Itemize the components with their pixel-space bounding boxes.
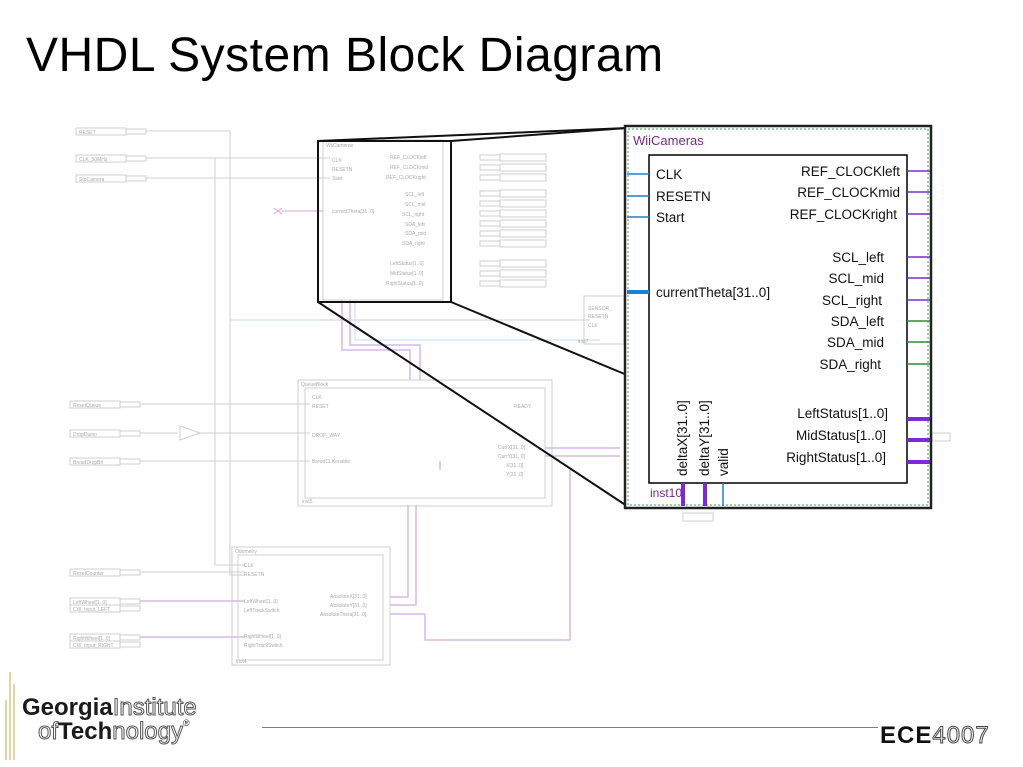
port-ref-clock-right: REF_CLOCKright bbox=[790, 207, 898, 222]
mini-wii-out: SCL_right bbox=[402, 212, 425, 218]
mini-wii-out: SDA_left bbox=[405, 222, 425, 228]
port-sda-right: SDA_right bbox=[819, 357, 881, 372]
mini-wii-in: currentTheta[31..0] bbox=[332, 209, 375, 215]
queue-in: RESET bbox=[312, 404, 329, 410]
port-mid-status: MidStatus[1..0] bbox=[796, 428, 886, 443]
sda-wires bbox=[907, 320, 930, 365]
port-currenttheta: currentTheta[31..0] bbox=[656, 285, 770, 300]
zoom-panel bbox=[623, 124, 933, 510]
mini-wii-out: SCL_mid bbox=[405, 202, 426, 208]
mini-wii-out: REF_CLOCKmid bbox=[390, 165, 428, 171]
gt-logo-line2: ofTechnology® bbox=[37, 718, 190, 746]
port-resetn: RESETN bbox=[656, 189, 711, 204]
mini-wii-out: RightStatus[1..0] bbox=[386, 281, 424, 287]
zoom-instance-label: inst10 bbox=[650, 486, 682, 500]
pin-cw-right: CW_Input_RIGHT bbox=[73, 643, 114, 649]
queue-title: QueueBlock bbox=[301, 382, 329, 388]
gt-seal-mark bbox=[5, 672, 15, 760]
gt-logo-tech: Tech bbox=[58, 718, 113, 745]
mini-wii-out: LeftStatus[1..0] bbox=[390, 261, 424, 267]
mini-wii-in: RESETN bbox=[332, 167, 353, 173]
mini-wii-out: MidStatus[1..0] bbox=[390, 271, 424, 277]
pin-dropduino: DropDuino bbox=[73, 432, 97, 438]
pin-reset: RESET bbox=[79, 130, 96, 136]
port-right-status: RightStatus[1..0] bbox=[786, 450, 886, 465]
queue-out: Y[31..0] bbox=[506, 472, 524, 478]
refclock-wires bbox=[907, 170, 930, 301]
input-wires bbox=[627, 173, 649, 218]
sensor-port: CLK bbox=[588, 323, 598, 329]
queue-out: CurrX[31..0] bbox=[498, 445, 526, 451]
gt-logo-of: of bbox=[37, 718, 59, 746]
background-schematic bbox=[69, 127, 951, 666]
odometry-out: AbsoluteTheta[31..0] bbox=[320, 612, 367, 618]
pin-cw-left: CW_Input_LEFT bbox=[73, 607, 110, 613]
port-valid: valid bbox=[716, 448, 731, 476]
gt-logo-georgia: Georgia bbox=[22, 694, 113, 721]
gt-logo-institute: Institute bbox=[112, 694, 197, 722]
course-ece: ECE bbox=[880, 722, 933, 749]
odometry-in: RightWheel[1..0] bbox=[244, 634, 282, 640]
mini-wii-out: REF_CLOCKright bbox=[386, 175, 426, 181]
pin-resetcounter: ResetCounter bbox=[73, 571, 104, 577]
pin-clk50: CLK_50MHz bbox=[79, 157, 108, 163]
queue-in: CLK bbox=[312, 395, 322, 401]
odometry-title: Odometry bbox=[235, 549, 257, 555]
mini-wii-out: REF_CLOCKleft bbox=[390, 155, 427, 161]
gt-logo-line1: GeorgiaInstitute bbox=[22, 694, 197, 722]
sensor-port: SENSOR_ bbox=[588, 306, 612, 312]
slide-title: VHDL System Block Diagram bbox=[26, 29, 664, 82]
pin-rightwheel: RightWheel[1..0] bbox=[73, 636, 111, 642]
odometry-out: AbsoluteY[31..0] bbox=[330, 603, 367, 609]
port-sda-mid: SDA_mid bbox=[827, 335, 884, 350]
port-scl-left: SCL_left bbox=[832, 250, 884, 265]
mini-wii-in: CLK bbox=[332, 158, 342, 164]
port-left-status: LeftStatus[1..0] bbox=[797, 406, 888, 421]
sensor-instance: inst7 bbox=[578, 339, 589, 345]
odometry-in: LeftTrackSwitch bbox=[244, 608, 280, 614]
zoom-connectors bbox=[317, 127, 628, 507]
port-deltay: deltaY[31..0] bbox=[697, 400, 712, 476]
sensor-port: RESETN bbox=[588, 314, 609, 320]
bottom-port-wires bbox=[681, 483, 724, 506]
pin-stocamera: StoCamera bbox=[79, 177, 105, 183]
port-scl-mid: SCL_mid bbox=[828, 271, 884, 286]
queue-in: DROP_WAY bbox=[312, 433, 341, 439]
port-deltax: deltaX[31..0] bbox=[675, 400, 690, 476]
queue-in: BreadCLKenable bbox=[312, 459, 350, 465]
zoom-source-box bbox=[317, 140, 452, 303]
course-number: 4007 bbox=[932, 722, 990, 750]
odometry-in: RESETN bbox=[244, 572, 265, 578]
mini-wii-title: WiiCameras bbox=[326, 143, 354, 149]
mini-wii-in: Start bbox=[332, 176, 343, 182]
pin-breaddropbit: BreadDropBit bbox=[73, 460, 104, 466]
odometry-in: CLK bbox=[244, 563, 254, 569]
pin-leftwheel: LeftWheel[1..0] bbox=[73, 600, 107, 606]
footer-divider bbox=[262, 727, 878, 728]
zoom-block-title: WiiCameras bbox=[633, 133, 704, 148]
gt-logo-reg: ® bbox=[182, 718, 190, 728]
odometry-instance: inst4 bbox=[236, 659, 247, 665]
port-start: Start bbox=[656, 210, 685, 225]
mini-wii-out: SCL_left bbox=[405, 192, 425, 198]
queue-instance: inst5 bbox=[302, 499, 313, 505]
odometry-in: RightTrackSwitch bbox=[244, 643, 283, 649]
odometry-out: AbsoluteX[31..0] bbox=[330, 594, 367, 600]
pin-resetqueue: ResetQueue bbox=[73, 403, 101, 409]
port-ref-clock-left: REF_CLOCKleft bbox=[801, 164, 900, 179]
odometry-in: LeftWheel[1..0] bbox=[244, 599, 278, 605]
course-label: ECE4007 bbox=[880, 722, 990, 750]
port-scl-right: SCL_right bbox=[822, 293, 882, 308]
gt-logo-nology: nology bbox=[112, 718, 184, 746]
status-buses bbox=[907, 417, 930, 464]
queue-out: X[31..0] bbox=[506, 463, 524, 469]
port-clk: CLK bbox=[656, 167, 682, 182]
queue-out: CurrY[31..0] bbox=[498, 454, 526, 460]
mini-wii-out: SDA_mid bbox=[405, 231, 426, 237]
mini-wii-out: SDA_right bbox=[402, 241, 425, 247]
queue-out: READY bbox=[514, 404, 532, 410]
port-sda-left: SDA_left bbox=[831, 314, 885, 329]
port-ref-clock-mid: REF_CLOCKmid bbox=[797, 185, 900, 200]
